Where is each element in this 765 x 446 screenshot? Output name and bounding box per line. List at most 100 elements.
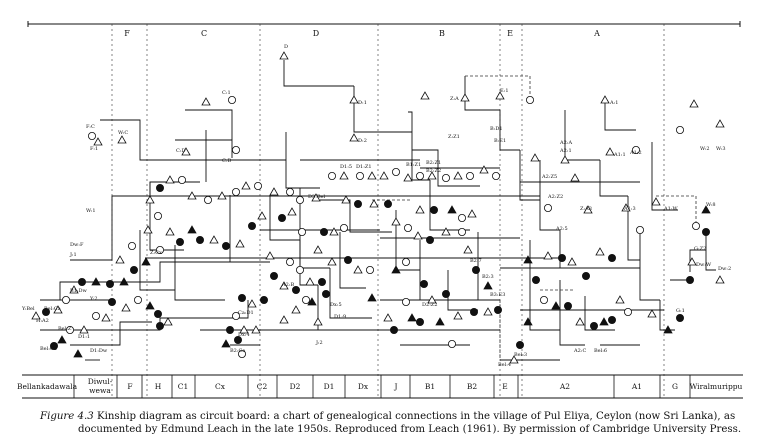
female-symbol [291, 285, 300, 294]
male-symbol [265, 251, 275, 260]
kin-label: Z:Z1 [448, 134, 460, 140]
male-symbol [121, 303, 131, 312]
male-symbol [181, 147, 191, 156]
male-symbol [407, 313, 417, 322]
male-symbol [403, 173, 413, 182]
male-symbol [435, 317, 445, 326]
male-symbol [560, 155, 570, 164]
kin-label: D1:1 [78, 334, 90, 340]
kin-label: B:E1 [494, 138, 506, 144]
bottom-compound-6: C2 [257, 382, 268, 391]
kin-label: E:1 [500, 88, 509, 94]
bottom-compound-15: A1 [631, 382, 642, 391]
female-symbol [343, 255, 352, 264]
female-symbol [321, 289, 330, 298]
male-symbol [187, 225, 197, 234]
female-symbol [203, 195, 212, 204]
male-symbol [307, 297, 317, 306]
female-symbol [237, 293, 246, 302]
female-symbol [195, 235, 204, 244]
kin-label: C:B [222, 158, 232, 164]
female-symbol [608, 253, 617, 262]
male-symbol [367, 293, 377, 302]
female-symbol [155, 183, 164, 192]
male-symbol [453, 171, 463, 180]
male-symbol [595, 247, 605, 256]
male-symbol [241, 181, 251, 190]
kin-label: A1:3 [623, 206, 636, 212]
female-symbol [127, 241, 136, 250]
female-symbol [702, 227, 711, 236]
female-symbol [457, 213, 466, 222]
kin-label: A2:1 [559, 148, 572, 154]
female-symbol [471, 265, 480, 274]
female-symbol [457, 227, 466, 236]
female-symbol [624, 307, 633, 316]
male-symbol [79, 325, 89, 334]
kin-label: A1:2 [629, 150, 642, 156]
female-symbol [391, 167, 400, 176]
kin-label: J:1 [69, 252, 77, 258]
kin-label: D:2 [358, 138, 367, 144]
female-symbol [253, 181, 262, 190]
male-symbol [701, 205, 711, 214]
female-symbol [365, 265, 374, 274]
kin-label: Z:A3 [580, 206, 592, 212]
female-symbol [401, 257, 410, 266]
top-border [27, 21, 741, 27]
top-compound-F: F [124, 29, 130, 38]
female-symbol [108, 297, 117, 306]
male-symbol [291, 305, 301, 314]
female-symbol [558, 253, 567, 262]
male-symbol [93, 137, 103, 146]
female-symbol [632, 145, 641, 154]
kin-label: B2:Z2 [426, 168, 441, 174]
male-symbol [341, 195, 351, 204]
female-symbol [177, 175, 186, 184]
kin-label: Bel:Z [58, 326, 72, 332]
kin-label: D1:Dw [90, 348, 108, 354]
kin-label: D:1 [358, 100, 367, 106]
female-symbol [353, 199, 362, 208]
female-symbol [133, 295, 142, 304]
female-symbol [532, 275, 541, 284]
bottom-compound-2: F [127, 382, 132, 391]
female-symbol [233, 335, 242, 344]
kin-label: D1:9 [334, 314, 346, 320]
bottom-compound-17: Wiralmurippu [690, 382, 743, 391]
kin-label: Dx:5 [330, 302, 342, 308]
female-symbol [636, 225, 645, 234]
female-symbol [269, 271, 278, 280]
male-symbol [311, 193, 321, 202]
female-symbol [42, 307, 51, 316]
female-symbol [297, 227, 306, 236]
female-symbol [608, 315, 617, 324]
female-symbol [227, 96, 236, 105]
female-symbol [301, 295, 310, 304]
caption-line-1: Kinship diagram as circuit board: a char… [97, 411, 736, 422]
bottom-compound-1-line2: wewa [89, 386, 111, 395]
female-symbol [106, 279, 115, 288]
kin-label: D1:5 [340, 164, 352, 170]
female-symbol [676, 313, 685, 322]
kin-label: W:3 [716, 146, 726, 152]
male-symbol [575, 317, 585, 326]
male-symbol [69, 285, 79, 294]
kin-label: B1:Z1 [406, 162, 421, 168]
female-symbol [493, 305, 502, 314]
male-symbol [483, 307, 493, 316]
male-symbol [31, 311, 41, 320]
kin-label: F:1 [90, 146, 98, 152]
kin-label: A:1 [609, 100, 618, 106]
female-symbol [692, 221, 701, 230]
male-symbol [447, 205, 457, 214]
bottom-compound-8: D1 [324, 382, 335, 391]
female-symbol [469, 307, 478, 316]
female-symbol [259, 295, 268, 304]
female-symbol [317, 277, 326, 286]
kin-label: C:D [176, 148, 186, 154]
bottom-compound-5: Cx [215, 382, 226, 391]
female-symbol [50, 341, 59, 350]
male-symbol [463, 245, 473, 254]
